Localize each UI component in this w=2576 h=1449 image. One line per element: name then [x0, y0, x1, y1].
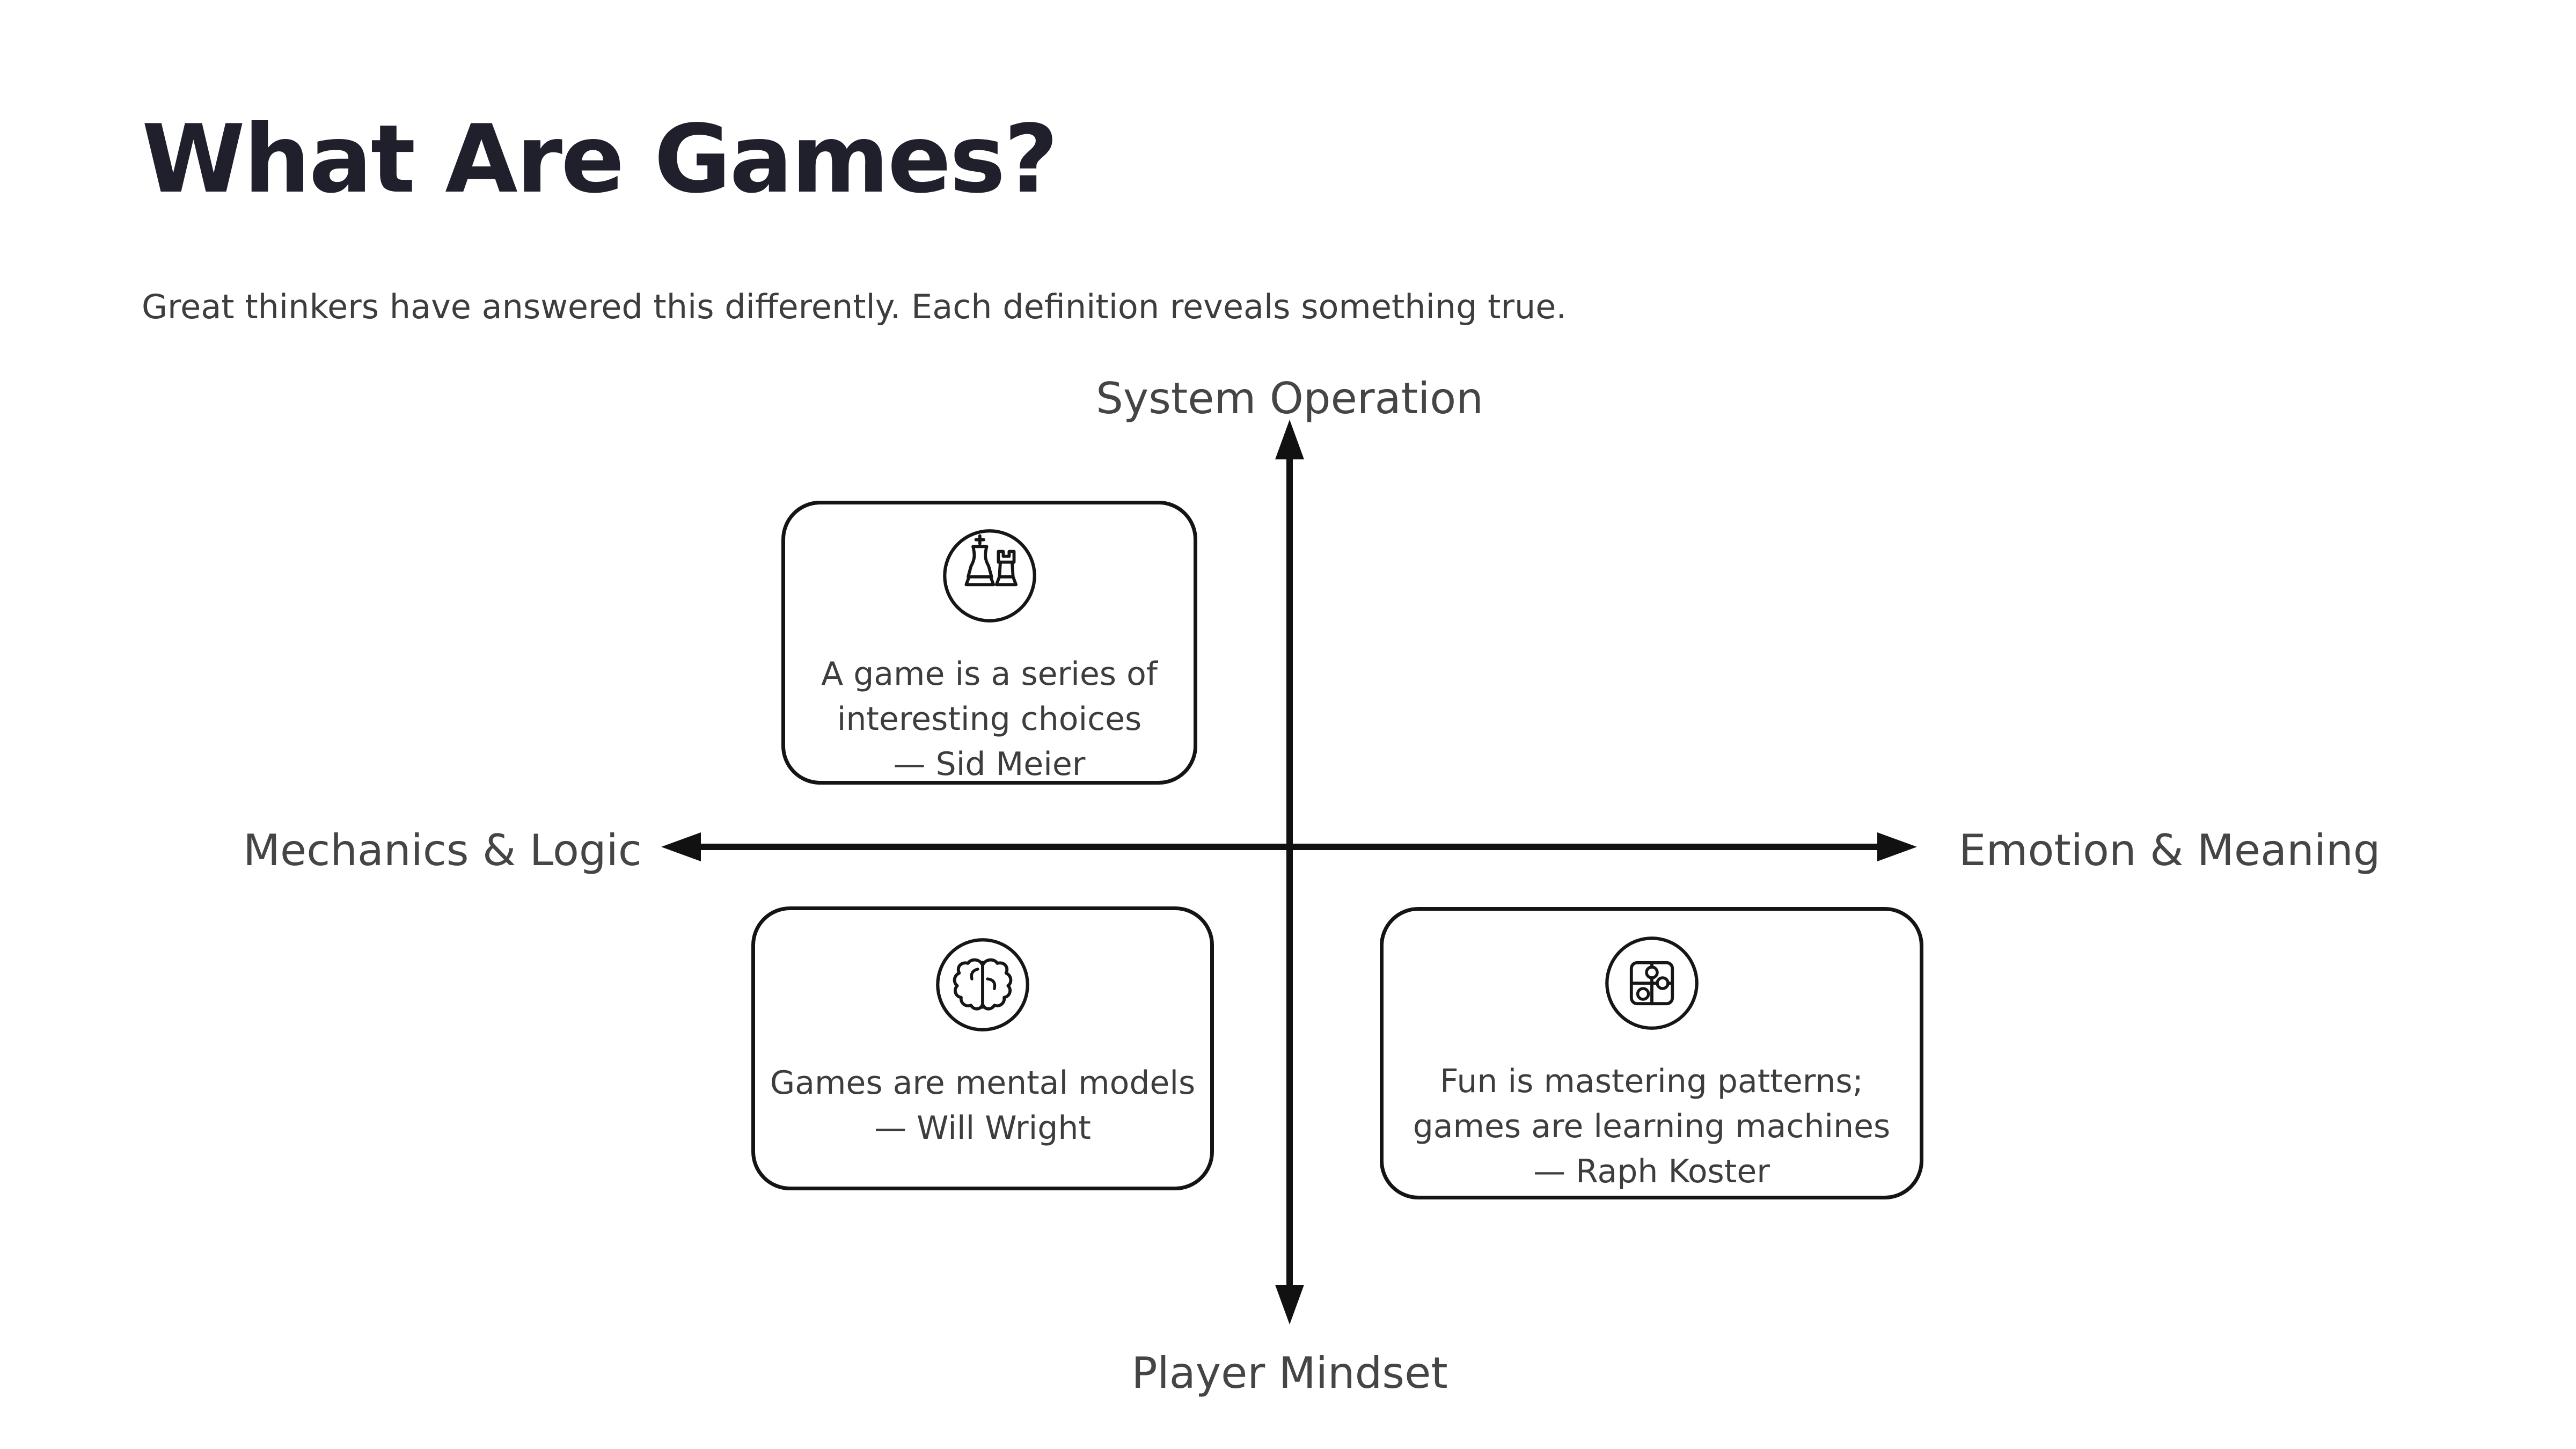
quote-line: games are learning machines — [1413, 1108, 1891, 1145]
chess-pieces-icon — [942, 529, 1036, 623]
axis-label-mechanics-logic: Mechanics & Logic — [243, 825, 642, 875]
arrowhead-up-icon — [1275, 420, 1304, 459]
quote-text: Fun is mastering patterns; games are lea… — [1413, 1059, 1891, 1149]
page-subtitle: Great thinkers have answered this differ… — [142, 287, 1567, 326]
quote-card-raph-koster: Fun is mastering patterns; games are lea… — [1380, 907, 1923, 1199]
axis-label-system-operation: System Operation — [1096, 374, 1483, 423]
quote-card-will-wright: Games are mental models — Will Wright — [751, 906, 1214, 1190]
quote-attribution: — Raph Koster — [1533, 1153, 1770, 1190]
page-title: What Are Games? — [142, 105, 1058, 214]
quote-card-sid-meier: A game is a series of interesting choice… — [781, 501, 1197, 785]
quote-text: Games are mental models — [770, 1060, 1196, 1106]
arrowhead-left-icon — [661, 832, 701, 861]
quote-text: A game is a series of interesting choice… — [821, 652, 1158, 742]
quote-line: Games are mental models — [770, 1064, 1196, 1102]
quote-line: A game is a series of — [821, 655, 1158, 693]
axis-label-emotion-meaning: Emotion & Meaning — [1959, 825, 2381, 875]
puzzle-piece-icon — [1605, 936, 1699, 1030]
axis-label-player-mindset: Player Mindset — [1131, 1348, 1448, 1398]
quote-line: interesting choices — [837, 700, 1142, 738]
arrowhead-right-icon — [1877, 832, 1917, 861]
arrowhead-down-icon — [1275, 1285, 1304, 1324]
quote-attribution: — Sid Meier — [893, 745, 1086, 783]
quote-line: Fun is mastering patterns; — [1440, 1063, 1863, 1100]
brain-icon — [936, 938, 1029, 1031]
quote-attribution: — Will Wright — [874, 1109, 1091, 1147]
